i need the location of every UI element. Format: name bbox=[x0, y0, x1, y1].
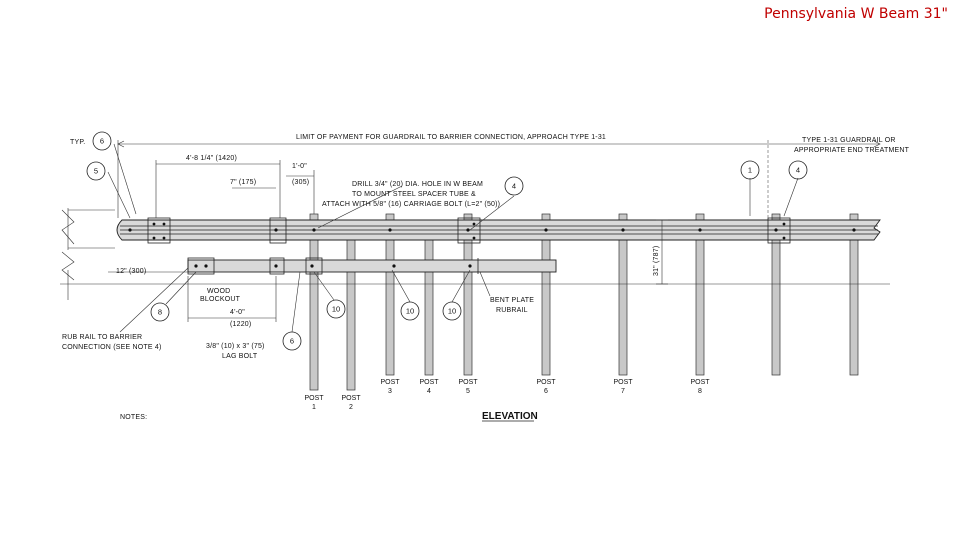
post-1-label: POST bbox=[304, 395, 324, 402]
wood-label-1: WOOD bbox=[207, 288, 230, 295]
wood-label-2: BLOCKOUT bbox=[200, 296, 241, 303]
dim-12in: 12" (300) bbox=[116, 268, 146, 275]
svg-text:6: 6 bbox=[544, 388, 548, 395]
callout-5 bbox=[86, 161, 106, 181]
svg-text:10: 10 bbox=[406, 307, 414, 316]
drill-note-3: ATTACH WITH 5/8" (16) CARRIAGE BOLT (L=2… bbox=[322, 201, 500, 208]
drill-note-2: TO MOUNT STEEL SPACER TUBE & bbox=[352, 191, 476, 198]
rub-rail-label-1: RUB RAIL TO BARRIER bbox=[62, 334, 142, 341]
svg-text:10: 10 bbox=[448, 307, 456, 316]
end-treatment-label-1: TYPE 1-31 GUARDRAIL OR bbox=[802, 137, 896, 144]
callout-4 bbox=[504, 176, 524, 196]
callout-10-b bbox=[400, 301, 420, 321]
bent-plate-label-2: RUBRAIL bbox=[496, 307, 528, 314]
dim-4ft8: 4'-8 1/4" (1420) bbox=[186, 155, 237, 162]
posts bbox=[309, 213, 859, 391]
elevation-heading: ELEVATION bbox=[482, 411, 538, 422]
dim-4ft-metric: (1220) bbox=[230, 321, 251, 328]
post-5-label: POST bbox=[458, 379, 478, 386]
callout-6 bbox=[92, 131, 112, 151]
rub-rail bbox=[187, 257, 557, 275]
callout-1 bbox=[740, 160, 760, 180]
notes-label: NOTES: bbox=[120, 414, 147, 421]
svg-text:6: 6 bbox=[290, 337, 294, 346]
dim-7in: 7" (175) bbox=[230, 179, 256, 186]
svg-text:8: 8 bbox=[698, 388, 702, 395]
dim-4ft: 4'-0" bbox=[230, 309, 245, 316]
svg-text:4: 4 bbox=[796, 166, 800, 175]
post-8 bbox=[695, 239, 705, 376]
payment-limit-label: LIMIT OF PAYMENT FOR GUARDRAIL TO BARRIE… bbox=[296, 134, 606, 141]
barrier-break bbox=[61, 208, 115, 300]
end-treatment-label-2: APPROPRIATE END TREATMENT bbox=[794, 147, 910, 154]
svg-text:1: 1 bbox=[312, 404, 316, 411]
svg-text:3: 3 bbox=[388, 388, 392, 395]
labels: TYP. LIMIT OF PAYMENT FOR GUARDRAIL TO B… bbox=[62, 134, 910, 360]
rub-rail-label-2: CONNECTION (SEE NOTE 4) bbox=[62, 344, 162, 351]
callout-10-a bbox=[326, 299, 346, 319]
svg-text:4: 4 bbox=[427, 388, 431, 395]
svg-text:8: 8 bbox=[158, 308, 162, 317]
svg-text:7: 7 bbox=[621, 388, 625, 395]
drill-note-1: DRILL 3/4" (20) DIA. HOLE IN W BEAM bbox=[352, 181, 483, 188]
svg-text:10: 10 bbox=[332, 305, 340, 314]
w-beam-rail bbox=[116, 217, 881, 244]
callout-4-right bbox=[788, 160, 808, 180]
svg-text:5: 5 bbox=[466, 388, 470, 395]
dimension-lines bbox=[60, 140, 890, 333]
dim-1ft-metric: (305) bbox=[292, 179, 309, 186]
post-6-label: POST bbox=[536, 379, 556, 386]
lag-bolt-label-2: LAG BOLT bbox=[222, 353, 258, 360]
post-2-label: POST bbox=[341, 395, 361, 402]
bent-plate-label-1: BENT PLATE bbox=[490, 297, 534, 304]
post-3-label: POST bbox=[380, 379, 400, 386]
svg-text:5: 5 bbox=[94, 167, 98, 176]
slide-title: Pennsylvania W Beam 31" bbox=[764, 6, 948, 22]
svg-text:1: 1 bbox=[748, 166, 752, 175]
svg-text:6: 6 bbox=[100, 137, 104, 146]
post-8-label: POST bbox=[690, 379, 710, 386]
typ-label: TYP. bbox=[70, 139, 85, 146]
callout-10-c bbox=[442, 301, 462, 321]
post-10 bbox=[849, 239, 859, 376]
lag-bolt-label-1: 3/8" (10) x 3" (75) bbox=[206, 343, 265, 350]
post-7 bbox=[618, 239, 628, 376]
callout-8 bbox=[150, 302, 170, 322]
post-7-label: POST bbox=[613, 379, 633, 386]
callout-6-lower bbox=[282, 331, 302, 351]
dim-height: 31" (787) bbox=[653, 246, 660, 276]
dim-1ft: 1'-0" bbox=[292, 163, 307, 170]
svg-text:4: 4 bbox=[512, 182, 516, 191]
svg-text:2: 2 bbox=[349, 404, 353, 411]
post-4-label: POST bbox=[419, 379, 439, 386]
post-labels: POST 1 POST 2 POST 3 POST 4 POST 5 POST … bbox=[304, 379, 710, 411]
post-9 bbox=[771, 239, 781, 376]
callouts: 6 5 4 1 4 8 10 10 10 6 bbox=[86, 131, 808, 351]
